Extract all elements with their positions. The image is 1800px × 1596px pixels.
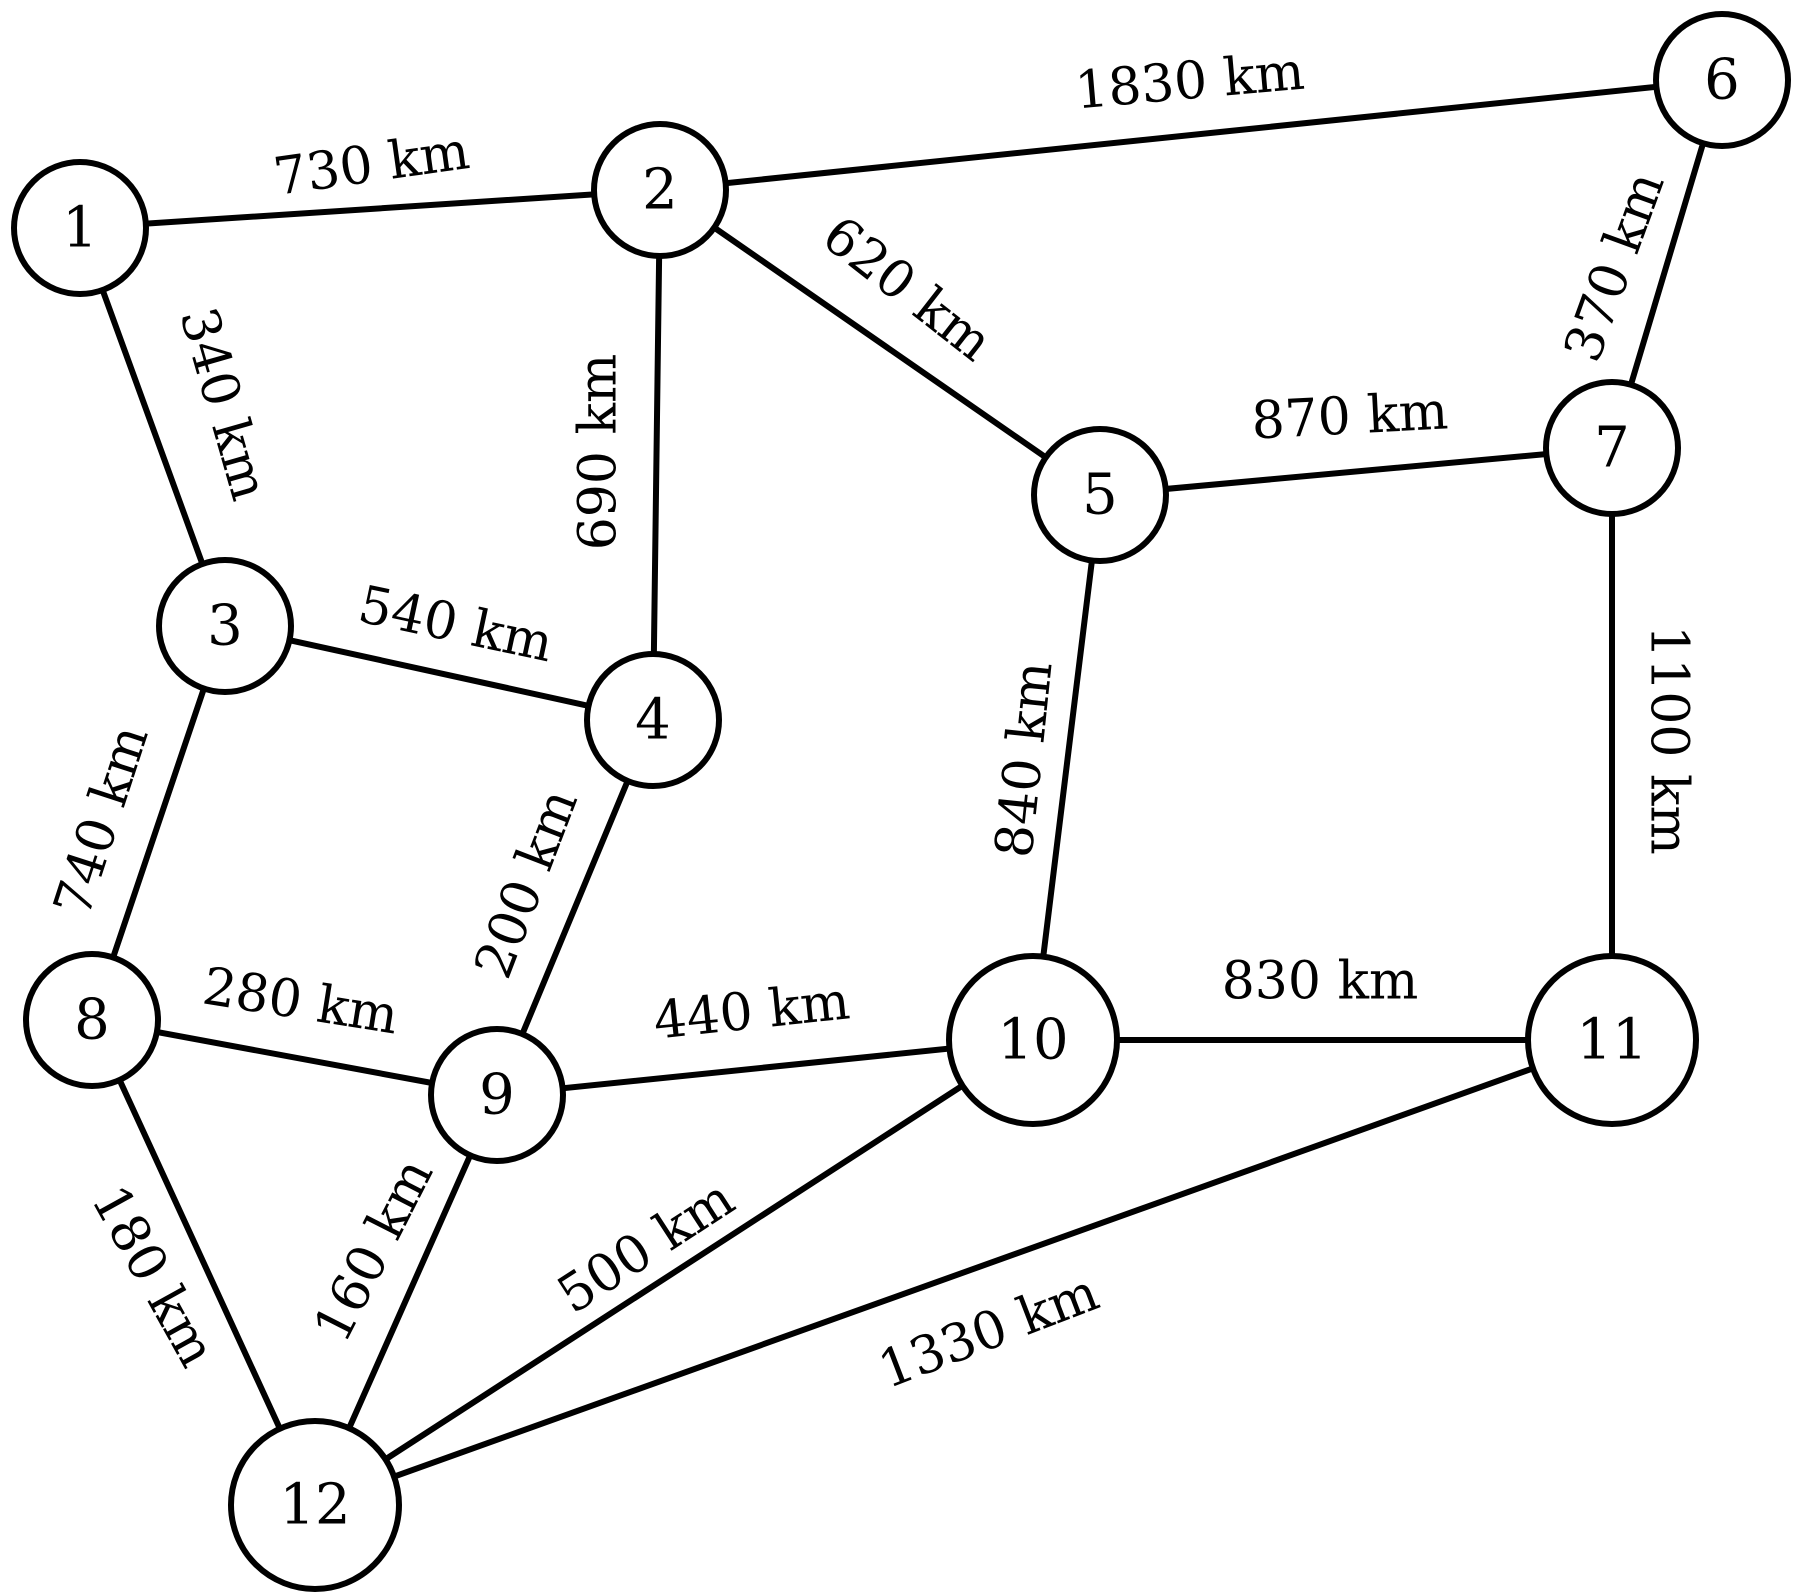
edge-label-3-8: 740 km <box>43 718 161 924</box>
node-6: 6 <box>1653 11 1791 149</box>
edge-10-12 <box>312 1037 1036 1508</box>
edge-label-6-7: 370 km <box>1553 164 1677 369</box>
node-circle-10 <box>946 953 1120 1127</box>
node-3: 3 <box>156 557 294 695</box>
node-9: 9 <box>428 1026 566 1164</box>
edge-8-12 <box>89 1017 318 1508</box>
edge-2-5 <box>657 187 1103 498</box>
edge-3-8 <box>89 623 228 1023</box>
node-label-1: 1 <box>62 196 98 261</box>
edge-3-4 <box>222 623 656 723</box>
node-circle-6 <box>1653 11 1791 149</box>
node-label-3: 3 <box>207 594 243 659</box>
node-2: 2 <box>591 121 729 259</box>
edge-label-2-6: 1830 km <box>1073 42 1307 122</box>
edge-label-1-2: 730 km <box>270 121 473 208</box>
node-1: 1 <box>11 159 149 297</box>
edge-label-10-11: 830 km <box>1222 952 1419 1012</box>
edge-label-5-7: 870 km <box>1250 381 1449 451</box>
node-circle-7 <box>1543 379 1681 517</box>
node-label-4: 4 <box>635 688 671 753</box>
edge-5-7 <box>1097 445 1615 498</box>
node-12: 12 <box>228 1418 402 1592</box>
node-circle-4 <box>584 651 722 789</box>
edge-9-10 <box>494 1037 1036 1098</box>
node-circle-2 <box>591 121 729 259</box>
node-label-9: 9 <box>479 1063 515 1128</box>
edge-label-1-3: 340 km <box>167 301 279 507</box>
edge-label-9-10: 440 km <box>651 971 853 1051</box>
node-circle-11 <box>1525 953 1699 1127</box>
node-label-5: 5 <box>1082 463 1118 528</box>
node-11: 11 <box>1525 953 1699 1127</box>
edge-label-8-9: 280 km <box>199 957 403 1047</box>
node-label-6: 6 <box>1704 48 1740 113</box>
edge-1-3 <box>77 225 228 629</box>
node-label-12: 12 <box>279 1473 350 1538</box>
node-8: 8 <box>23 951 161 1089</box>
edge-label-2-5: 620 km <box>811 205 1003 373</box>
node-5: 5 <box>1031 426 1169 564</box>
edge-11-12 <box>312 1037 1615 1508</box>
edge-2-6 <box>657 77 1725 193</box>
node-circle-8 <box>23 951 161 1089</box>
edge-label-7-11: 1100 km <box>1639 625 1699 855</box>
node-circle-9 <box>428 1026 566 1164</box>
edge-label-4-9: 200 km <box>463 781 589 986</box>
node-label-2: 2 <box>642 158 678 223</box>
node-10: 10 <box>946 953 1120 1127</box>
edge-label-9-12: 160 km <box>303 1149 446 1351</box>
edge-label-11-12: 1330 km <box>871 1263 1107 1401</box>
edge-1-2 <box>77 187 663 231</box>
edge-label-5-10: 840 km <box>984 659 1064 861</box>
edge-label-2-4: 690 km <box>569 354 629 551</box>
edge-2-4 <box>650 187 663 723</box>
node-circle-1 <box>11 159 149 297</box>
node-4: 4 <box>584 651 722 789</box>
node-label-7: 7 <box>1594 416 1630 481</box>
node-7: 7 <box>1543 379 1681 517</box>
node-label-8: 8 <box>74 988 110 1053</box>
node-circle-5 <box>1031 426 1169 564</box>
edge-5-10 <box>1030 492 1103 1043</box>
node-label-11: 11 <box>1576 1008 1647 1073</box>
node-circle-3 <box>156 557 294 695</box>
edge-label-8-12: 180 km <box>79 1176 227 1377</box>
node-label-10: 10 <box>997 1008 1068 1073</box>
node-circle-12 <box>228 1418 402 1592</box>
